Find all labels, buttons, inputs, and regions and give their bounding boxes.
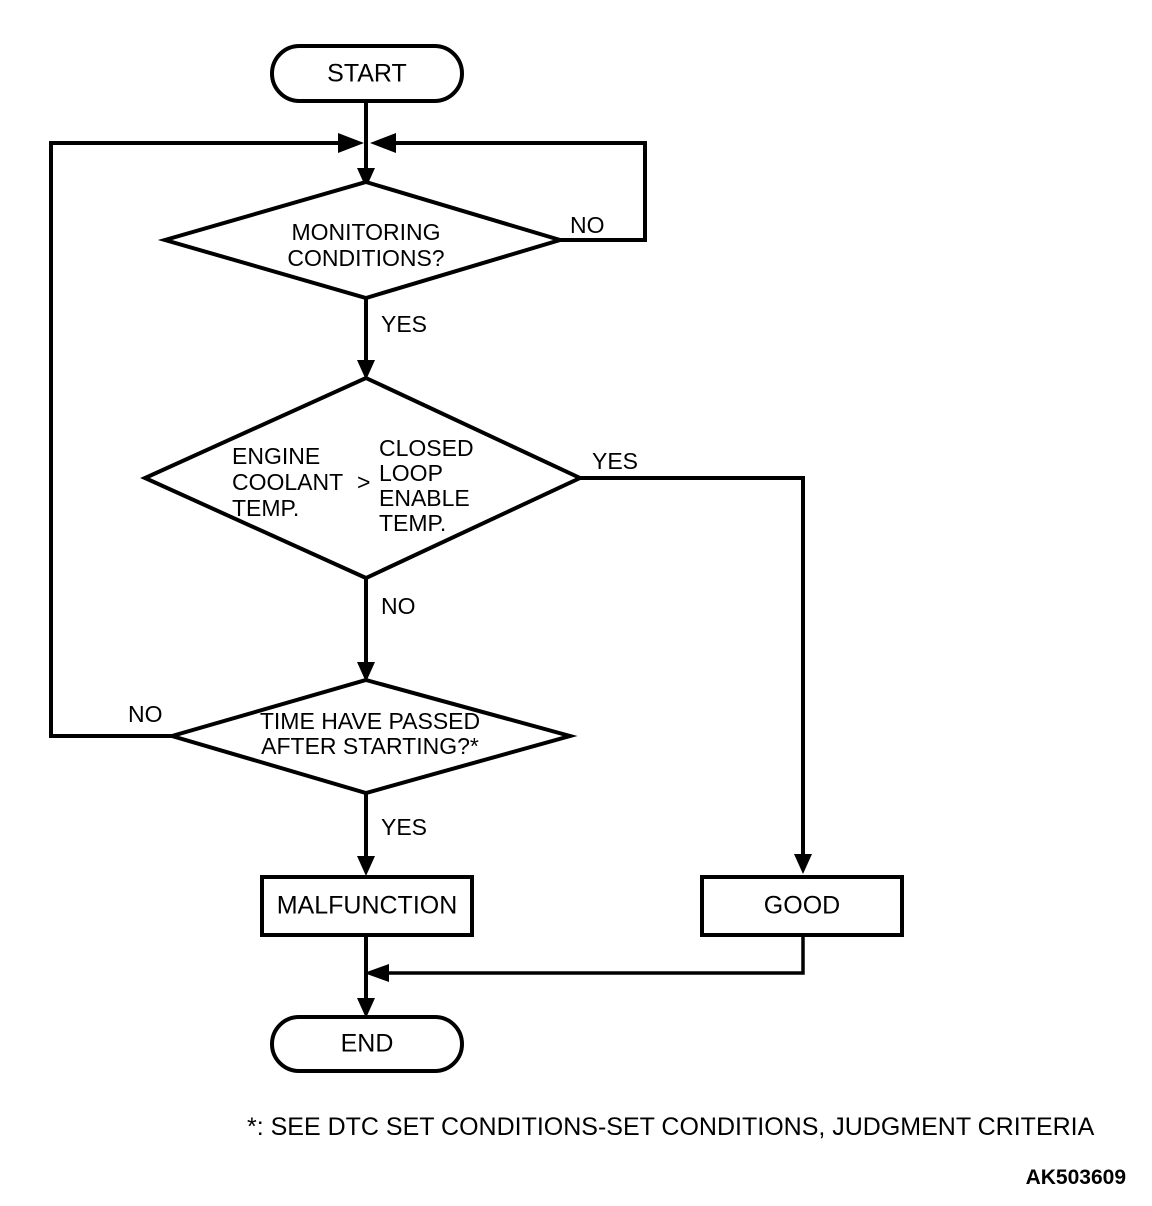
- end-label: END: [341, 1030, 394, 1058]
- arrowhead-into-coolant: [357, 360, 375, 380]
- good-shape: [700, 875, 904, 937]
- decision-coolant-left-line3: TEMP.: [232, 495, 299, 521]
- arrowhead-into-monitoring: [357, 168, 375, 188]
- decision-coolant-left-line1: ENGINE: [232, 443, 320, 469]
- node-decision-monitoring: MONITORING CONDITIONS?: [157, 179, 567, 301]
- node-end: END: [270, 1015, 464, 1073]
- arrowhead-into-malfunction: [357, 856, 375, 876]
- arrowhead-into-good: [794, 854, 812, 874]
- decision-time-line2: AFTER STARTING?*: [261, 733, 479, 759]
- branch-label-coolant-no: NO: [381, 593, 416, 619]
- arrowhead-into-end: [357, 998, 375, 1018]
- node-decision-coolant: ENGINE COOLANT TEMP. > CLOSED LOOP ENABL…: [140, 375, 585, 581]
- branch-label-monitoring-no: NO: [570, 212, 605, 238]
- connector-coolant-yes-to-good: [580, 476, 805, 866]
- branch-label-time-no: NO: [128, 701, 163, 727]
- decision-coolant-left-line2: COOLANT: [232, 469, 343, 495]
- decision-time-line1: TIME HAVE PASSED: [260, 708, 480, 734]
- branch-label-coolant-yes: YES: [592, 448, 638, 474]
- connector-monitoring-no-loop: [390, 141, 647, 242]
- decision-coolant-right-line1: CLOSED: [379, 435, 474, 461]
- connector-time-no-loop: [49, 141, 344, 738]
- end-shape: [270, 1015, 464, 1073]
- start-label: START: [327, 60, 407, 88]
- arrowhead-left-loop-junction: [338, 133, 364, 153]
- decision-monitoring-line2: CONDITIONS?: [287, 245, 444, 271]
- good-label: GOOD: [764, 892, 840, 920]
- branch-label-time-yes: YES: [381, 814, 427, 840]
- node-good: GOOD: [700, 875, 904, 937]
- arrowhead-into-time: [357, 662, 375, 682]
- arrowhead-merge-to-end: [364, 964, 389, 982]
- node-decision-time: TIME HAVE PASSED AFTER STARTING?*: [164, 677, 578, 796]
- node-start: START: [270, 44, 464, 103]
- decision-monitoring-line1: MONITORING: [291, 219, 440, 245]
- malfunction-label: MALFUNCTION: [277, 892, 458, 920]
- figure-code: AK503609: [1026, 1166, 1126, 1189]
- malfunction-shape: [260, 875, 474, 937]
- footnote: *: SEE DTC SET CONDITIONS-SET CONDITIONS…: [247, 1113, 1095, 1141]
- decision-coolant-operator: >: [357, 469, 370, 495]
- decision-coolant-right-line4: TEMP.: [379, 510, 446, 536]
- arrowhead-right-loop-junction: [370, 133, 396, 153]
- connector-good-to-end-merge: [382, 935, 805, 975]
- decision-coolant-right-line3: ENABLE: [379, 485, 470, 511]
- decision-coolant-right-line2: LOOP: [379, 460, 443, 486]
- node-malfunction: MALFUNCTION: [260, 875, 474, 937]
- branch-label-monitoring-yes: YES: [381, 311, 427, 337]
